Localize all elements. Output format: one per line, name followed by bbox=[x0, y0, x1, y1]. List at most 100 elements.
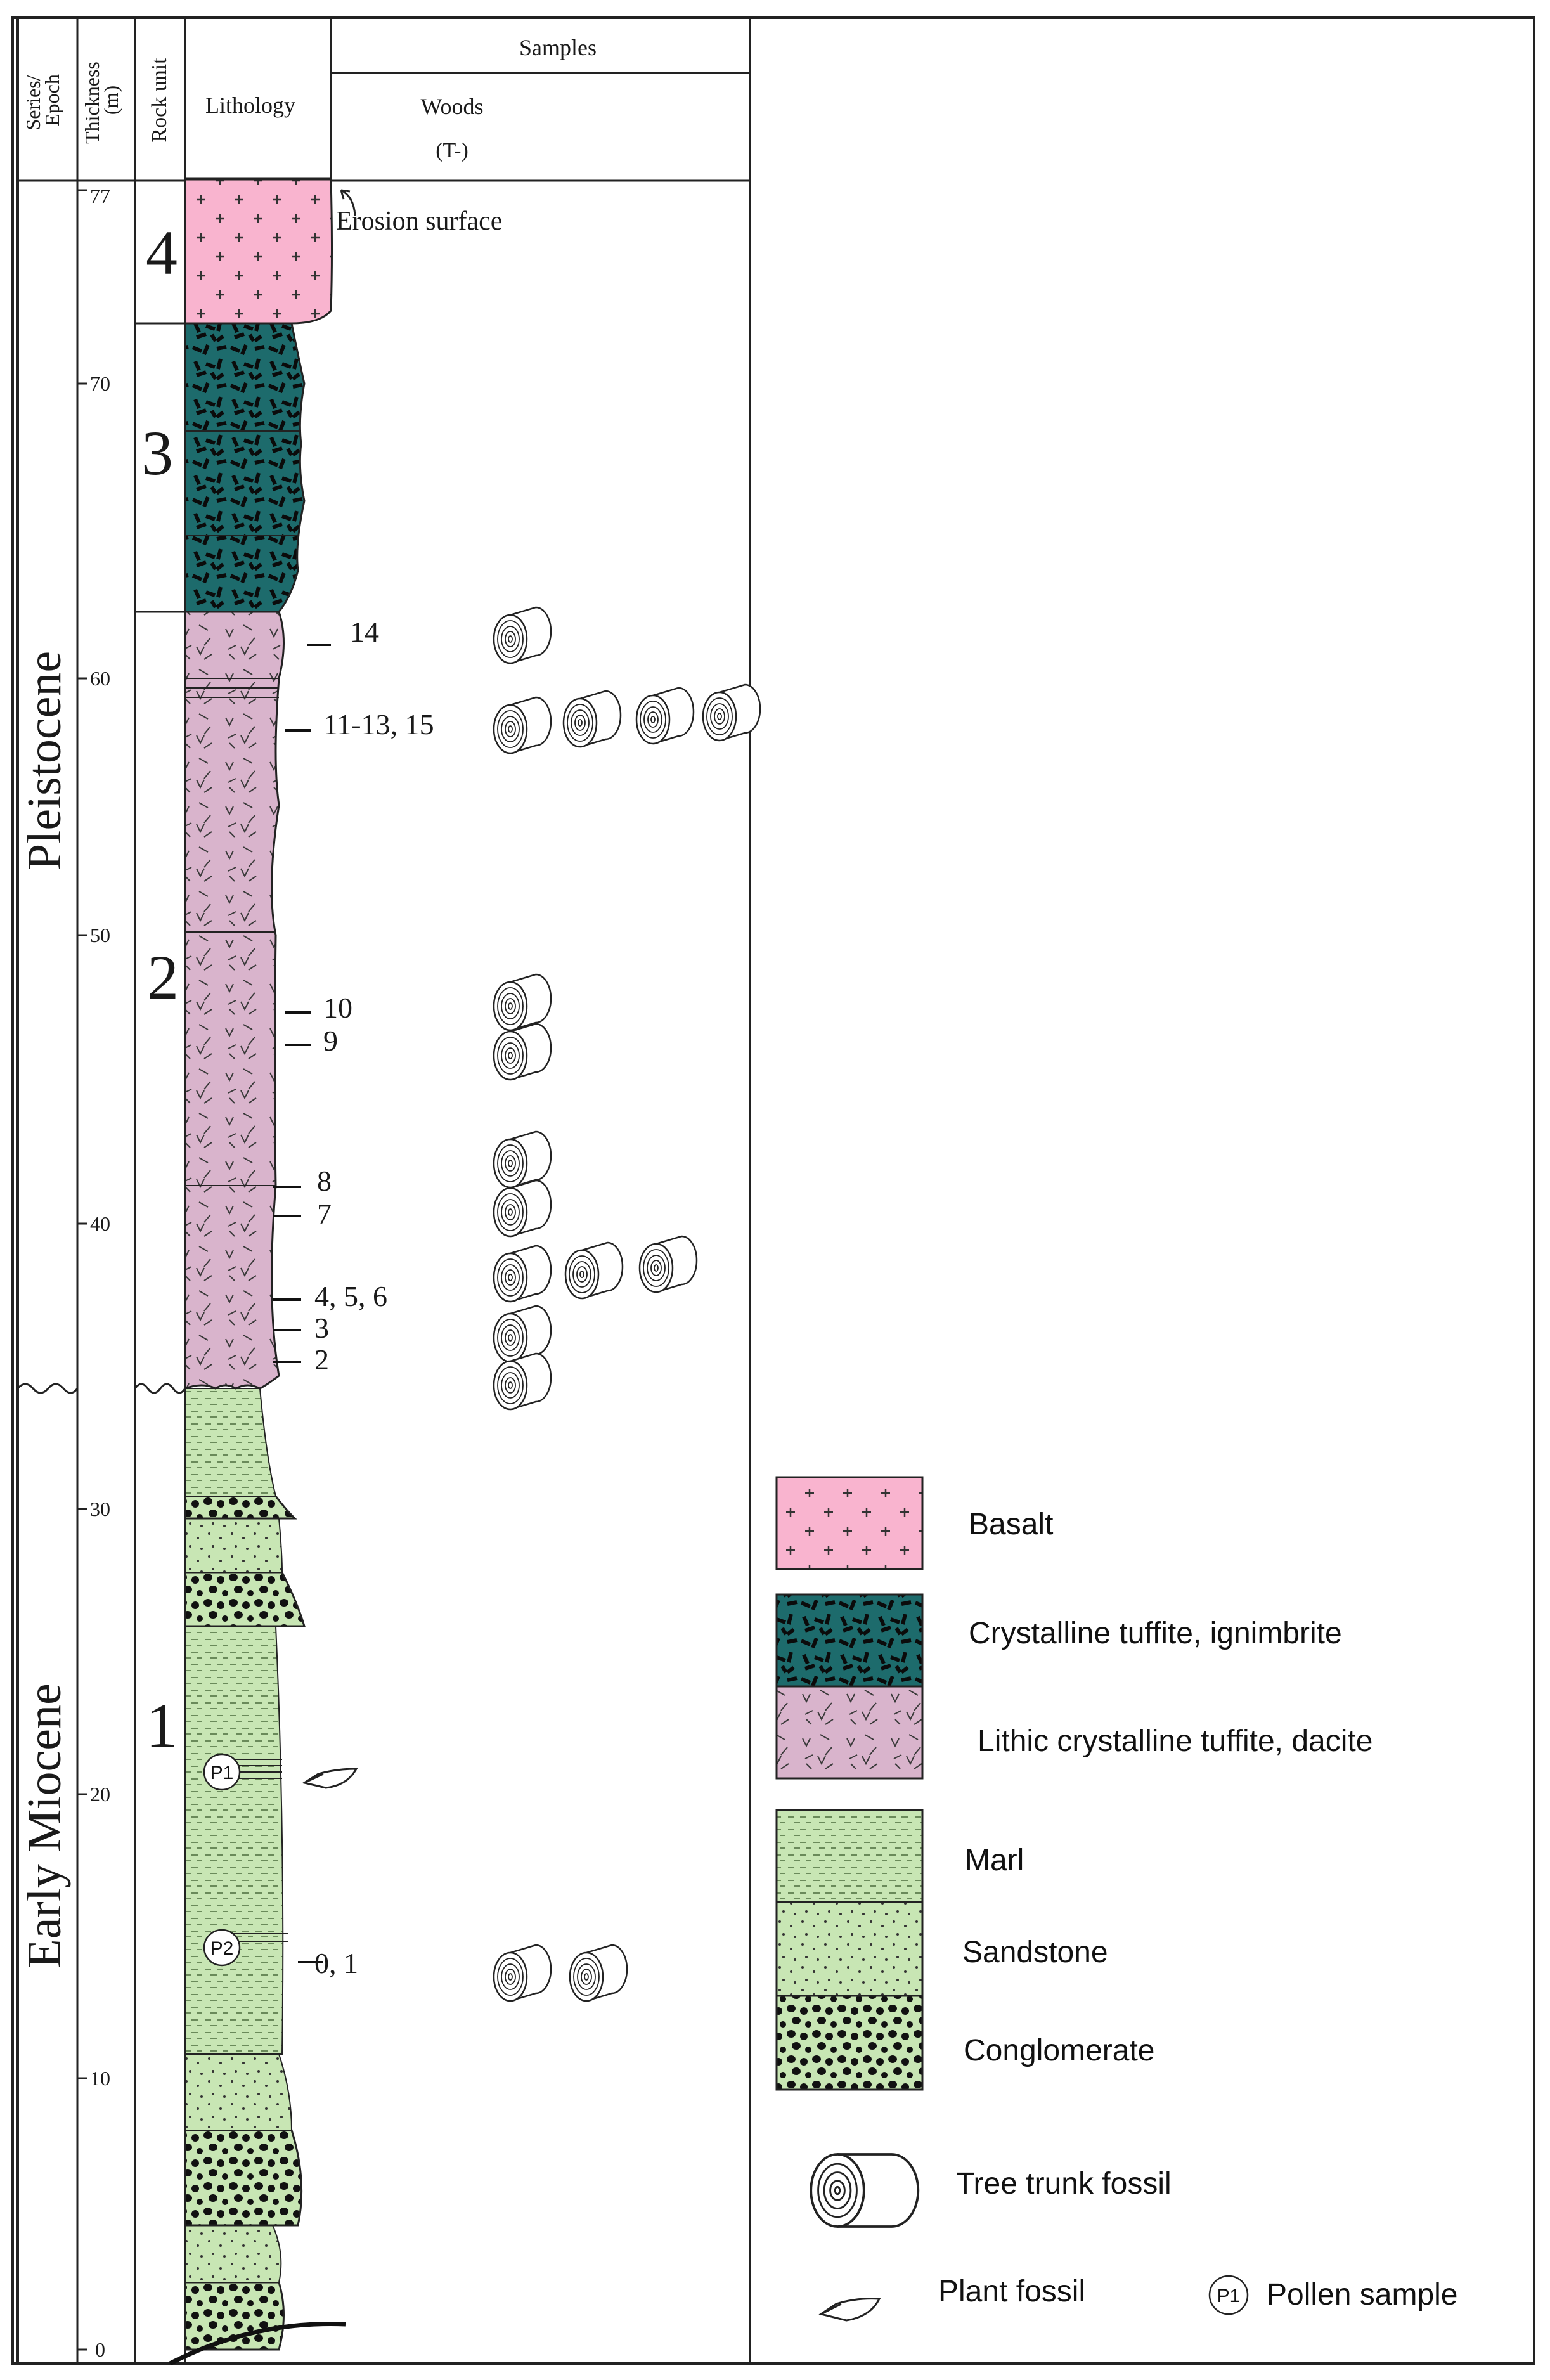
layer-conglomerate-upper bbox=[184, 1495, 297, 1520]
thickness-tick-label-60: 60 bbox=[90, 667, 110, 690]
epoch-boundary-wavy bbox=[16, 1383, 79, 1394]
legend-label-plant-fossil: Plant fossil bbox=[938, 2275, 1085, 2308]
layer-marl-lower bbox=[184, 1626, 284, 2055]
header-woods-unit: (T-) bbox=[436, 139, 468, 162]
pollen-sample-p2-label: P2 bbox=[210, 1938, 234, 1959]
tree-trunk-fossil-icon bbox=[702, 683, 761, 742]
thickness-tick-0: 0 bbox=[77, 2338, 105, 2361]
tree-trunk-fossil-icon bbox=[493, 1352, 552, 1411]
rock-unit-label-4: 4 bbox=[146, 217, 178, 288]
layer-basalt bbox=[184, 178, 333, 325]
legend-swatch-conglomerate bbox=[775, 1995, 924, 2091]
wood-sample-3: 3 bbox=[273, 1312, 329, 1344]
wood-sample-10: 10 bbox=[285, 992, 352, 1024]
tree-trunk-fossil-icon bbox=[493, 1179, 552, 1238]
wood-sample-11-13-15-label: 11-13, 15 bbox=[323, 708, 434, 741]
header-woods: Woods bbox=[420, 94, 483, 119]
layer-marl-upper bbox=[184, 1388, 277, 1497]
thickness-tick-label-50: 50 bbox=[90, 924, 110, 947]
tree-trunk-fossil-icon bbox=[569, 1944, 628, 2002]
legend-label-basalt: Basalt bbox=[969, 1508, 1053, 1541]
legend-plant-fossil-icon bbox=[818, 2298, 881, 2322]
layer-crystalline-tuffite bbox=[184, 322, 306, 613]
pollen-sample-p1-label: P1 bbox=[210, 1762, 234, 1783]
tree-trunk-fossil-icon bbox=[493, 696, 552, 754]
thickness-tick-30: 30 bbox=[77, 1497, 110, 1520]
header-samples: Samples bbox=[519, 35, 597, 60]
wood-sample-3-label: 3 bbox=[314, 1312, 329, 1344]
pollen-sample-p1: P1 bbox=[203, 1753, 282, 1791]
tree-trunk-fossil-icon bbox=[493, 1130, 552, 1189]
wood-sample-11-13-15: 11-13, 15 bbox=[285, 708, 434, 741]
epoch-label-pleistocene: Pleistocene bbox=[18, 651, 71, 870]
legend-pollen-icon bbox=[1208, 2275, 1249, 2315]
tree-trunk-fossil-icon bbox=[562, 690, 622, 748]
legend-label-lithic: Lithic crystalline tuffite, dacite bbox=[978, 1724, 1372, 1758]
wood-sample-4-5-6: 4, 5, 6 bbox=[273, 1280, 387, 1312]
column-base-curve bbox=[169, 2322, 346, 2366]
layer-sandstone-middle bbox=[184, 2053, 293, 2131]
wood-sample-9-label: 9 bbox=[323, 1025, 338, 1057]
wood-sample-2: 2 bbox=[273, 1343, 329, 1376]
figure-frame bbox=[11, 16, 1535, 2365]
tree-trunk-fossil-icon bbox=[564, 1241, 624, 1300]
erosion-surface-label: Erosion surface bbox=[336, 207, 502, 236]
thickness-tick-label-40: 40 bbox=[90, 1212, 110, 1235]
thickness-tick-label-30: 30 bbox=[90, 1497, 110, 1520]
layer-sandstone-lower bbox=[184, 2225, 282, 2283]
legend-swatch-sandstone bbox=[775, 1901, 924, 1997]
thickness-tick-20: 20 bbox=[77, 1783, 110, 1806]
unit-boundary-1-2 bbox=[134, 1383, 186, 1394]
thickness-tick-label-20: 20 bbox=[90, 1783, 110, 1806]
lithology-column bbox=[169, 177, 346, 2366]
legend-label-sandstone: Sandstone bbox=[962, 1936, 1108, 1969]
tree-trunk-fossil-icon bbox=[493, 1305, 552, 1363]
tree-trunk-fossil-icon bbox=[493, 1023, 552, 1081]
tree-trunk-fossil-icon bbox=[493, 973, 552, 1032]
tree-trunk-fossil-icon bbox=[493, 606, 552, 664]
legend-swatch-lithic bbox=[775, 1685, 924, 1780]
column-frame bbox=[16, 16, 751, 2365]
wood-sample-14: 14 bbox=[307, 616, 379, 648]
wood-sample-8-label: 8 bbox=[317, 1165, 332, 1197]
tree-trunk-fossil-icon bbox=[638, 1235, 698, 1293]
wood-sample-8: 8 bbox=[273, 1165, 332, 1197]
legend-swatch-marl bbox=[775, 1809, 924, 1903]
wood-sample-7-label: 7 bbox=[317, 1198, 332, 1230]
thickness-tick-70: 70 bbox=[77, 372, 110, 395]
header-lithology: Lithology bbox=[205, 93, 295, 118]
tree-trunk-fossil-icon bbox=[635, 687, 695, 745]
wood-sample-2-label: 2 bbox=[314, 1343, 329, 1376]
erosion-arrow bbox=[340, 189, 356, 216]
header-thickness: Thickness (m) bbox=[81, 56, 122, 144]
header-series-epoch: Series/ Epoch bbox=[22, 70, 63, 130]
legend-label-tree-trunk: Tree trunk fossil bbox=[956, 2167, 1172, 2201]
legend-label-marl: Marl bbox=[965, 1844, 1024, 1877]
plant-fossil-marker bbox=[302, 1768, 358, 1789]
header-thickness-line1: Thickness bbox=[81, 61, 103, 144]
wood-sample-14-label: 14 bbox=[350, 616, 379, 648]
layer-conglomerate-middle bbox=[184, 1571, 306, 1627]
wood-log-icons bbox=[493, 606, 761, 2002]
legend: Basalt Crystalline tuffite, ignimbrite L… bbox=[775, 1476, 1458, 2322]
header-series-epoch-line2: Epoch bbox=[41, 74, 63, 126]
wood-sample-0-1-label: 0, 1 bbox=[314, 1947, 358, 1979]
legend-swatch-basalt bbox=[775, 1476, 924, 1570]
thickness-tick-77: 77 bbox=[77, 184, 110, 207]
thickness-tick-label-77: 77 bbox=[90, 184, 110, 207]
thickness-tick-label-0: 0 bbox=[95, 2338, 105, 2361]
wood-sample-10-label: 10 bbox=[323, 992, 352, 1024]
thickness-tick-label-10: 10 bbox=[90, 2067, 110, 2090]
legend-swatch-crystalline bbox=[775, 1593, 924, 1688]
thickness-tick-50: 50 bbox=[77, 924, 110, 947]
layer-conglomerate-lower bbox=[184, 2129, 303, 2227]
thickness-tick-60: 60 bbox=[77, 667, 110, 690]
legend-label-pollen-sample: Pollen sample bbox=[1267, 2278, 1458, 2312]
tree-trunk-fossil-icon bbox=[493, 1944, 552, 2002]
rock-unit-label-3: 3 bbox=[141, 418, 173, 488]
wood-sample-7: 7 bbox=[273, 1198, 332, 1230]
wood-sample-4-5-6-label: 4, 5, 6 bbox=[314, 1280, 387, 1312]
epoch-label-early-miocene: Early Miocene bbox=[18, 1683, 71, 1968]
layer-sandstone-upper bbox=[184, 1518, 283, 1573]
